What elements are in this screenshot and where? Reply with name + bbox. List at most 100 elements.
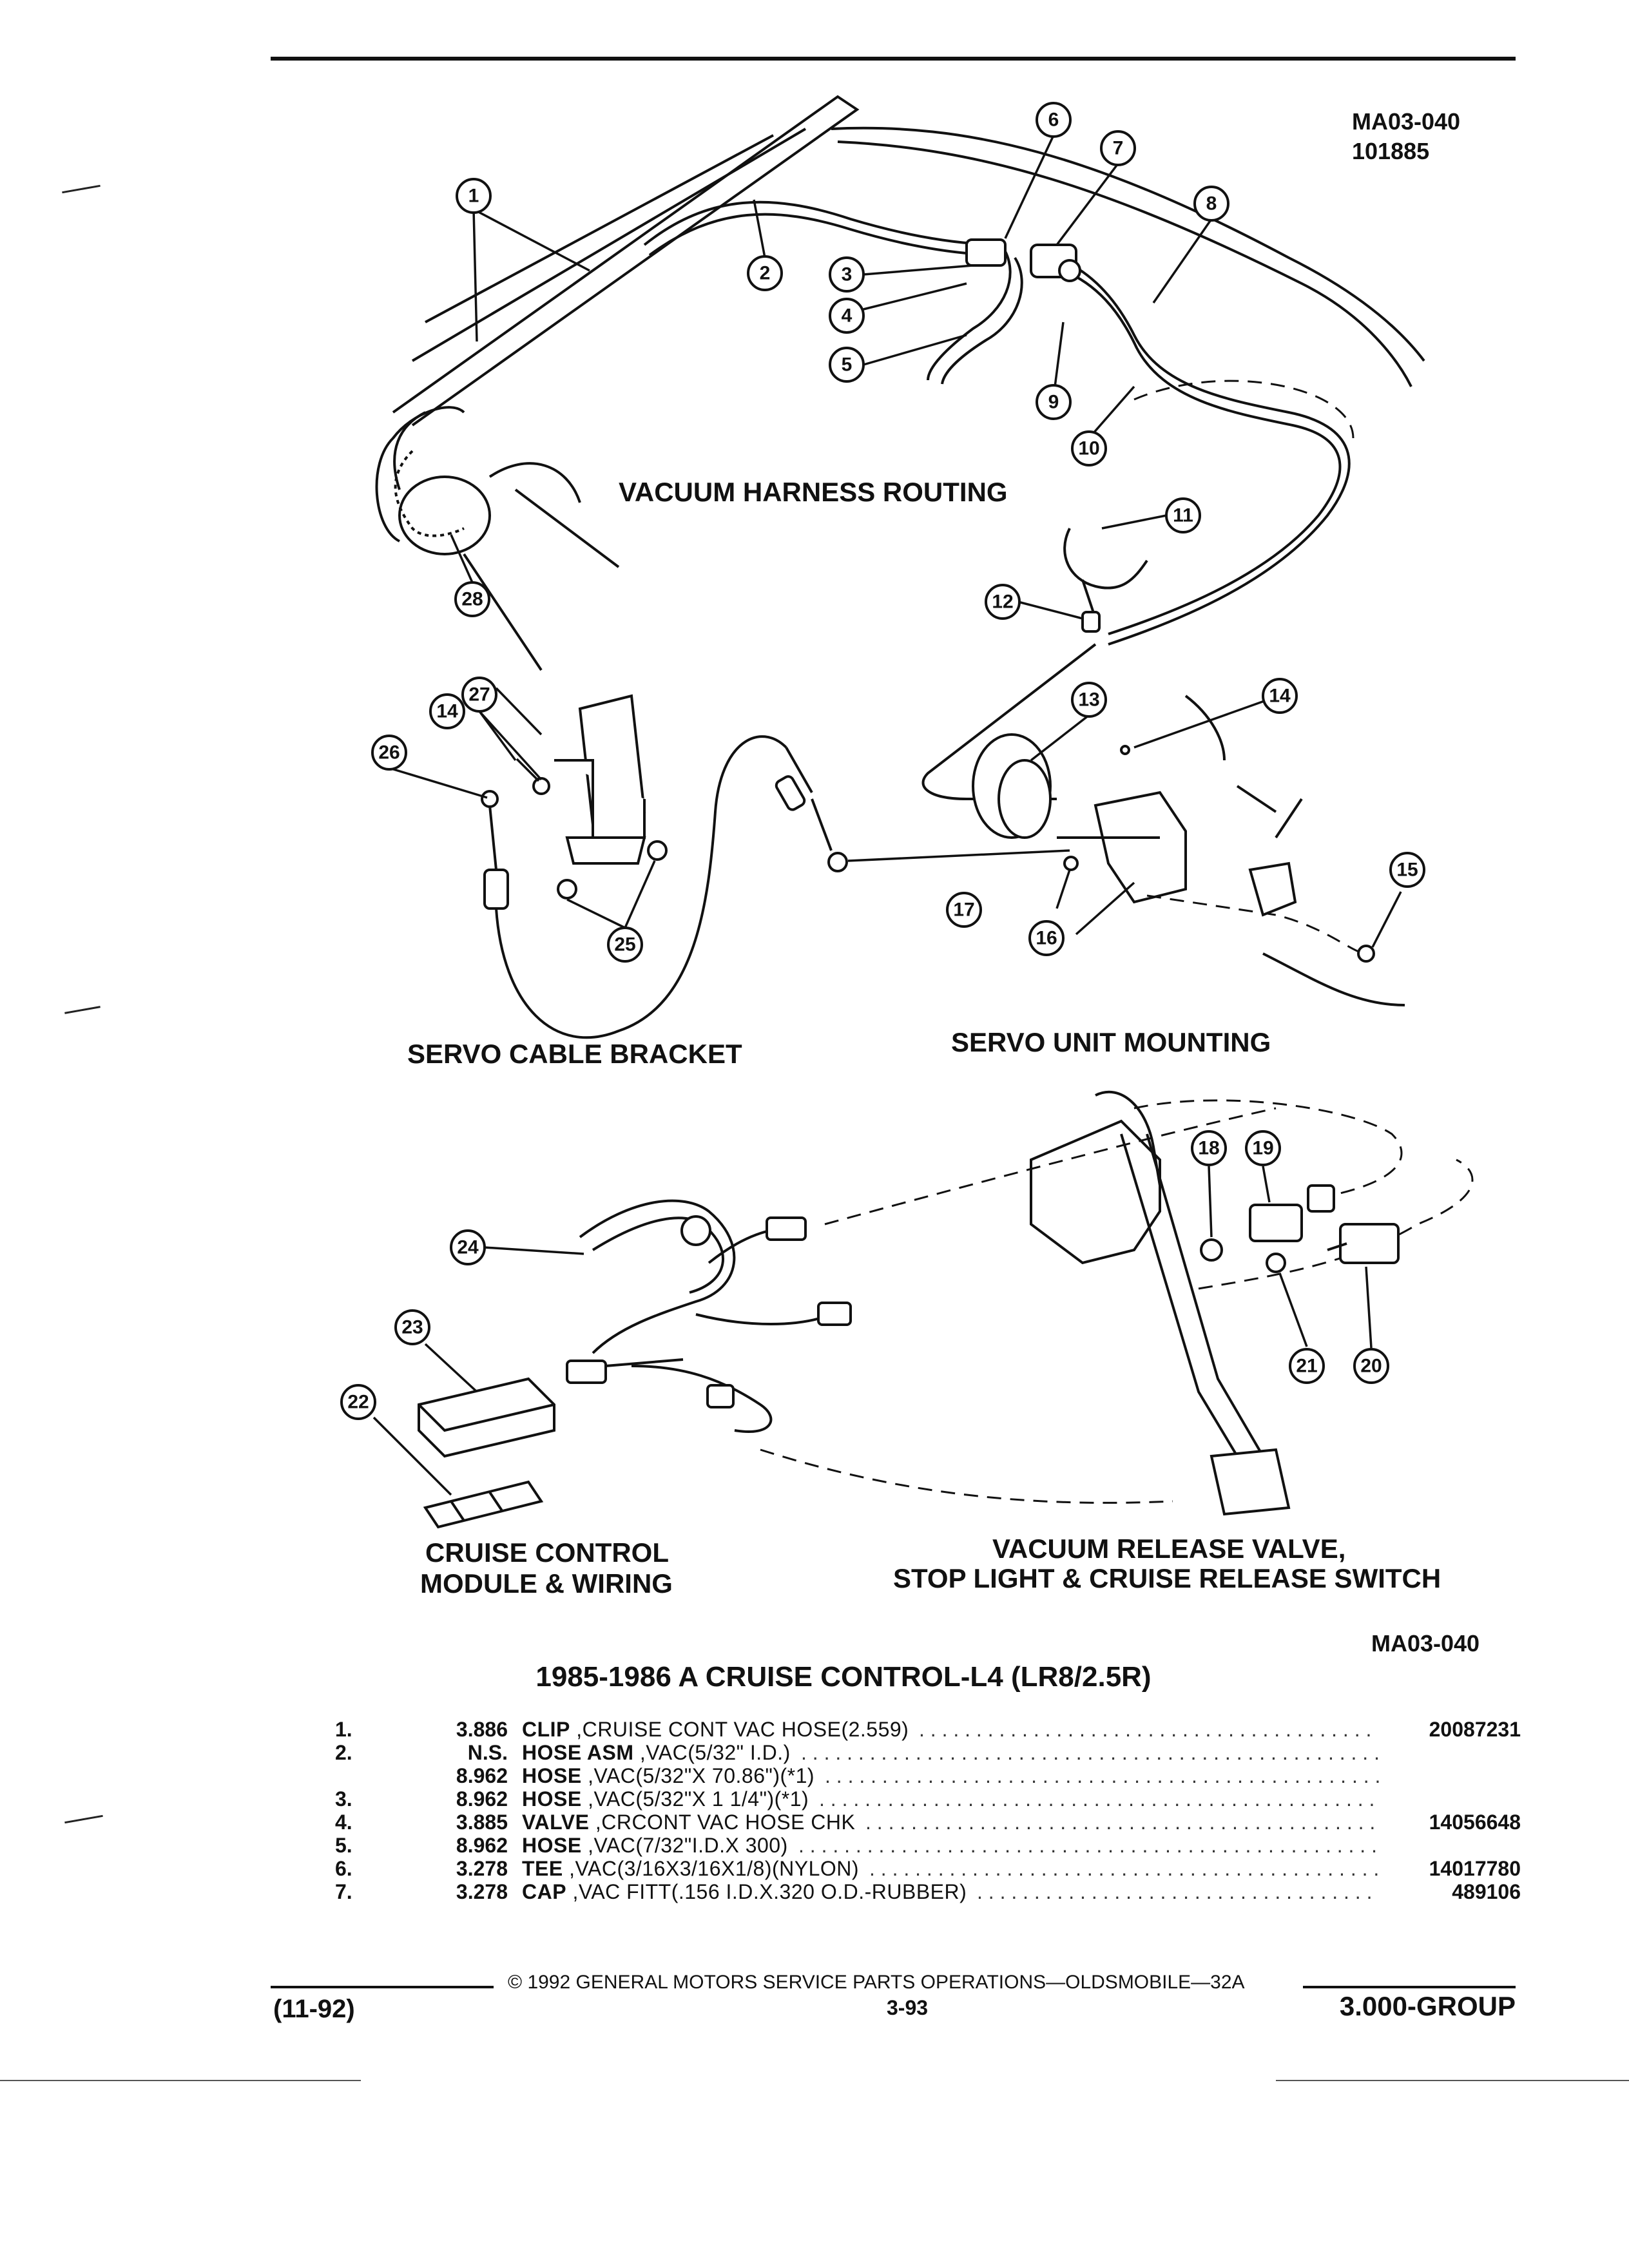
callout-27: 27 bbox=[461, 677, 497, 713]
svg-text:11: 11 bbox=[1173, 505, 1193, 526]
scan-mark bbox=[64, 1814, 103, 1824]
item-part-number: 489106 bbox=[1452, 1880, 1521, 1903]
item-part-number: 20087231 bbox=[1429, 1718, 1521, 1741]
servo-unit-illustration bbox=[921, 643, 1405, 1006]
callout-8: 8 bbox=[1193, 186, 1229, 222]
callout-21: 21 bbox=[1289, 1348, 1325, 1384]
callout-2: 2 bbox=[747, 255, 783, 291]
callout-18: 18 bbox=[1191, 1130, 1227, 1166]
svg-text:8: 8 bbox=[1206, 193, 1217, 215]
item-description: VALVE ,CRCONT VAC HOSE CHK bbox=[522, 1811, 855, 1834]
dot-leader: . . . . . . . . . . . . . . . . . . . . … bbox=[819, 1787, 1379, 1811]
callout-3: 3 bbox=[829, 256, 865, 293]
item-number: 2. bbox=[335, 1741, 352, 1764]
parts-row: 3. 8.962 HOSE ,VAC(5/32"X 1 1/4")(*1) . . .… bbox=[335, 1787, 1521, 1811]
svg-text:23: 23 bbox=[401, 1317, 423, 1338]
release-valve-illustration bbox=[1030, 1090, 1474, 1516]
svg-text:7: 7 bbox=[1113, 138, 1124, 159]
callout-14a: 14 bbox=[1262, 678, 1298, 714]
footer-rule-left bbox=[271, 1986, 494, 1988]
dot-leader: . . . . . . . . . . . . . . . . . . . . … bbox=[865, 1811, 1379, 1834]
header-ref-number: 101885 bbox=[1352, 138, 1430, 164]
svg-text:25: 25 bbox=[614, 934, 635, 956]
caption-release-valve-2: STOP LIGHT & CRUISE RELEASE SWITCH bbox=[893, 1563, 1441, 1593]
item-name: TEE bbox=[522, 1857, 563, 1880]
callout-22: 22 bbox=[340, 1384, 376, 1420]
item-spec: ,VAC(5/32"X 1 1/4")(*1) bbox=[588, 1787, 809, 1811]
svg-text:14: 14 bbox=[436, 701, 458, 722]
svg-text:19: 19 bbox=[1252, 1138, 1273, 1159]
header-ref-code: MA03-040 bbox=[1352, 108, 1461, 135]
callout-17: 17 bbox=[946, 892, 982, 928]
item-number: 4. bbox=[335, 1811, 352, 1834]
page-number: 3-93 bbox=[887, 1996, 929, 2019]
item-description: HOSE ,VAC(5/32"X 70.86")(*1) bbox=[522, 1764, 815, 1787]
item-description: CLIP ,CRUISE CONT VAC HOSE(2.559) bbox=[522, 1718, 909, 1741]
item-number: 7. bbox=[335, 1880, 352, 1903]
item-number: 3. bbox=[335, 1787, 352, 1811]
parts-row: 4. 3.885 VALVE ,CRCONT VAC HOSE CHK . . . .… bbox=[335, 1811, 1521, 1834]
svg-text:4: 4 bbox=[842, 305, 853, 327]
item-number: 6. bbox=[335, 1857, 352, 1880]
bottom-rule bbox=[0, 2080, 361, 2081]
footer-rule-right bbox=[1303, 1986, 1516, 1988]
caption-servo-unit-mounting: SERVO UNIT MOUNTING bbox=[951, 1027, 1271, 1057]
caption-release-valve-1: VACUUM RELEASE VALVE, bbox=[992, 1533, 1345, 1564]
vacuum-harness-illustration bbox=[375, 95, 1425, 671]
leader-lines-top bbox=[450, 135, 1213, 620]
dot-leader: . . . . . . . . . . . . . . . . . . . . … bbox=[869, 1857, 1379, 1880]
bottom-rule bbox=[1276, 2080, 1629, 2081]
dot-leader: . . . . . . . . . . . . . . . . . . . . … bbox=[977, 1880, 1379, 1903]
svg-text:10: 10 bbox=[1078, 438, 1099, 459]
parts-diagram: VACUUM HARNESS ROUTING SERVO CABLE BRACK… bbox=[340, 95, 1474, 1599]
cruise-module-illustration bbox=[418, 1107, 1277, 1529]
callout-26: 26 bbox=[371, 735, 407, 771]
section-title: 1985-1986 A CRUISE CONTROL-L4 (LR8/2.5R) bbox=[535, 1661, 1152, 1693]
item-code: 8.962 bbox=[456, 1787, 508, 1811]
item-name: CAP bbox=[522, 1880, 567, 1903]
callout-6: 6 bbox=[1036, 102, 1072, 138]
top-rule bbox=[271, 57, 1516, 61]
item-spec: ,VAC(3/16X3/16X1/8)(NYLON) bbox=[569, 1857, 860, 1880]
item-code: 3.885 bbox=[456, 1811, 508, 1834]
callout-23: 23 bbox=[394, 1309, 430, 1345]
item-spec: ,CRUISE CONT VAC HOSE(2.559) bbox=[576, 1718, 909, 1741]
item-code: 3.278 bbox=[456, 1880, 508, 1903]
svg-text:18: 18 bbox=[1198, 1138, 1219, 1159]
leader-lines-bracket bbox=[389, 687, 656, 929]
item-name: HOSE bbox=[522, 1764, 582, 1787]
callout-5: 5 bbox=[829, 347, 865, 383]
svg-text:16: 16 bbox=[1036, 928, 1057, 949]
svg-text:5: 5 bbox=[842, 354, 853, 376]
callout-20: 20 bbox=[1353, 1348, 1389, 1384]
callout-9: 9 bbox=[1036, 384, 1072, 420]
svg-text:14: 14 bbox=[1269, 686, 1291, 707]
svg-text:15: 15 bbox=[1396, 860, 1418, 881]
svg-text:17: 17 bbox=[953, 899, 974, 921]
svg-text:9: 9 bbox=[1048, 392, 1059, 413]
revision-date: (11-92) bbox=[273, 1995, 355, 2023]
item-name: HOSE ASM bbox=[522, 1741, 634, 1764]
item-description: HOSE ,VAC(5/32"X 1 1/4")(*1) bbox=[522, 1787, 809, 1811]
callout-24: 24 bbox=[450, 1229, 486, 1265]
dot-leader: . . . . . . . . . . . . . . . . . . . . … bbox=[801, 1741, 1379, 1764]
item-name: HOSE bbox=[522, 1787, 582, 1811]
svg-text:21: 21 bbox=[1296, 1356, 1317, 1377]
item-description: TEE ,VAC(3/16X3/16X1/8)(NYLON) bbox=[522, 1857, 859, 1880]
svg-text:20: 20 bbox=[1360, 1356, 1382, 1377]
dot-leader: . . . . . . . . . . . . . . . . . . . . … bbox=[798, 1834, 1379, 1857]
item-spec: ,VAC(5/32"X 70.86")(*1) bbox=[588, 1764, 815, 1787]
caption-cruise-module-1: CRUISE CONTROL bbox=[425, 1537, 669, 1568]
group-label: 3.000-GROUP bbox=[1339, 1991, 1516, 2021]
callout-11: 11 bbox=[1165, 497, 1201, 533]
item-part-number: 14017780 bbox=[1429, 1857, 1521, 1880]
callout-12: 12 bbox=[985, 584, 1021, 620]
item-number: 5. bbox=[335, 1834, 352, 1857]
leader-lines-module bbox=[372, 1246, 584, 1496]
dot-leader: . . . . . . . . . . . . . . . . . . . . … bbox=[825, 1764, 1379, 1787]
